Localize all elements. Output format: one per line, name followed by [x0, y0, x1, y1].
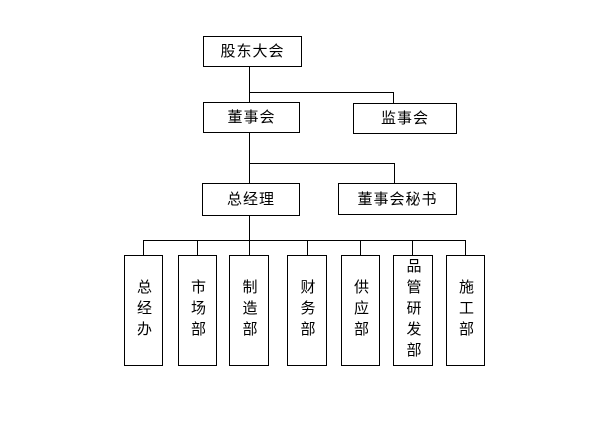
edge-drop-general-manager-office — [143, 240, 144, 255]
node-dept-finance-label: 财务部 — [298, 279, 317, 342]
node-dept-manufacturing: 制造部 — [229, 255, 269, 366]
node-dept-construction-label: 施工部 — [457, 279, 475, 342]
edge-drop-construction — [465, 240, 466, 255]
edge-drop-quality-rnd — [412, 240, 413, 255]
edge-shareholders-supervisory-horizontal — [249, 92, 394, 93]
node-shareholders-meeting: 股东大会 — [203, 36, 302, 67]
node-dept-finance: 财务部 — [287, 255, 327, 366]
edge-departments-bus-horizontal — [143, 240, 466, 241]
node-dept-manufacturing-label: 制造部 — [240, 279, 259, 342]
node-shareholders-meeting-label: 股东大会 — [220, 42, 285, 60]
edge-gm-trunk-vertical — [249, 216, 250, 240]
node-dept-marketing: 市场部 — [178, 255, 217, 366]
node-dept-quality-rnd: 品管研发部 — [393, 255, 433, 366]
node-dept-general-manager-office-label: 总经办 — [135, 279, 153, 342]
edge-shareholders-board-vertical — [249, 67, 250, 102]
node-supervisory-board: 监事会 — [353, 103, 457, 134]
node-board-secretary: 董事会秘书 — [338, 183, 457, 215]
node-dept-marketing-label: 市场部 — [189, 279, 207, 342]
node-board-of-directors-label: 董事会 — [227, 108, 276, 126]
node-dept-construction: 施工部 — [446, 255, 485, 366]
node-dept-supply-label: 供应部 — [352, 279, 370, 342]
edge-drop-finance — [307, 240, 308, 255]
node-dept-quality-rnd-label: 品管研发部 — [404, 258, 423, 363]
node-general-manager-label: 总经理 — [226, 190, 275, 208]
node-board-secretary-label: 董事会秘书 — [357, 189, 438, 208]
node-dept-general-manager-office: 总经办 — [124, 255, 163, 366]
node-general-manager: 总经理 — [202, 183, 300, 216]
node-dept-supply: 供应部 — [341, 255, 380, 366]
edge-board-secretary-horizontal — [249, 163, 395, 164]
edge-drop-marketing — [197, 240, 198, 255]
edge-drop-supply — [360, 240, 361, 255]
node-board-of-directors: 董事会 — [203, 102, 300, 133]
edge-shareholders-supervisory-vertical — [393, 92, 394, 103]
edge-board-gm-vertical — [249, 133, 250, 183]
node-supervisory-board-label: 监事会 — [380, 109, 429, 127]
edge-board-secretary-vertical — [394, 163, 395, 183]
edge-drop-manufacturing — [249, 240, 250, 255]
